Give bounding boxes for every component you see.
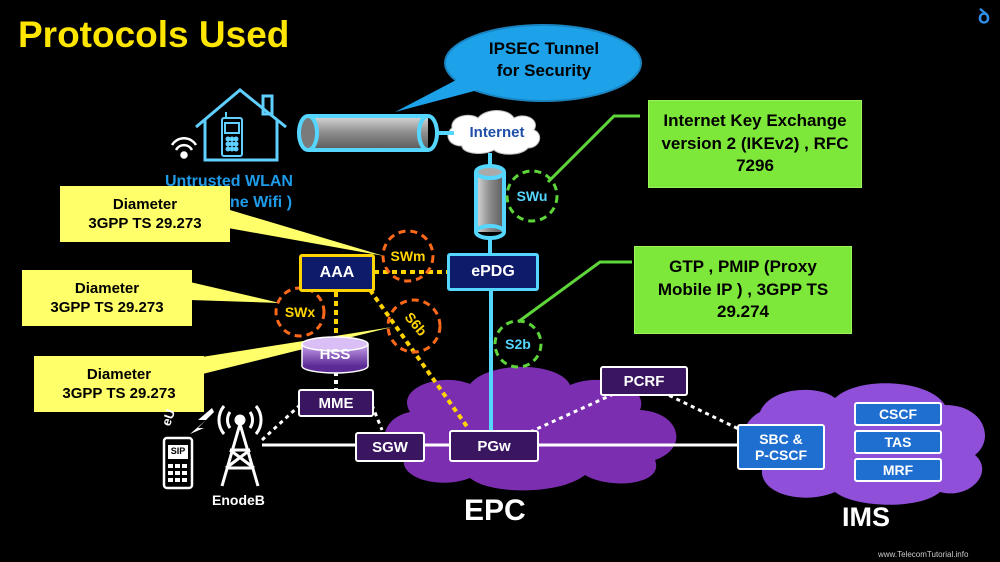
hss-node: HSS (319, 346, 351, 363)
sgw-node: SGW (355, 432, 425, 462)
swu-label: SWu (516, 188, 548, 204)
ikev2-line2: version 2 (IKEv2) , RFC (661, 133, 849, 153)
diameter-note-s6b: Diameter 3GPP TS 29.273 (34, 356, 204, 412)
ikev2-line3: 7296 (736, 156, 774, 176)
diameter-note-swm: Diameter 3GPP TS 29.273 (60, 186, 230, 242)
swm-circle (381, 229, 435, 283)
ipsec-line2: for Security (496, 61, 592, 81)
diameter1-line2: 3GPP TS 29.273 (88, 215, 202, 232)
page-title: Protocols Used (18, 14, 290, 55)
mme-node: MME (298, 389, 374, 417)
diameter3-line2: 3GPP TS 29.273 (62, 385, 176, 402)
diameter-note-swx: Diameter 3GPP TS 29.273 (22, 270, 192, 326)
radio-signal-icon (190, 408, 214, 434)
epdg-node: ePDG (447, 253, 539, 291)
internet-label: Internet (469, 124, 525, 141)
s6b-circle (386, 298, 442, 354)
hss-cylinder (301, 336, 369, 374)
ikev2-line1: Internet Key Exchange (663, 111, 847, 131)
pcrf-node: PCRF (600, 366, 688, 396)
wlan-line2: ne Wifi ) (229, 193, 293, 211)
pgw-node: PGw (449, 430, 539, 462)
ipsec-bubble-text: IPSEC Tunnel for Security (466, 38, 622, 82)
epc-label: EPC (464, 494, 526, 527)
tas-node: TAS (854, 430, 942, 454)
s2b-label: S2b (505, 336, 531, 352)
ipsec-tunnel-vertical (476, 172, 504, 232)
gtp-note: GTP , PMIP (Proxy Mobile IP ) , 3GPP TS … (634, 246, 852, 334)
sbc-line2: P-CSCF (754, 447, 808, 463)
gtp-line3: 29.274 (716, 302, 769, 322)
cscf-node: CSCF (854, 402, 942, 426)
sip-phone-icon (162, 436, 194, 490)
mrf-node: MRF (854, 458, 942, 482)
mobile-phone-icon (221, 112, 243, 157)
swx-label: SWx (284, 304, 316, 320)
watermark: www.TelecomTutorial.info (878, 550, 969, 559)
swu-circle (505, 169, 559, 223)
diameter2-line2: 3GPP TS 29.273 (50, 299, 164, 316)
ipsec-line1: IPSEC Tunnel (488, 39, 600, 58)
house-icon (195, 88, 287, 162)
enodeb-label: EnodeB (212, 492, 265, 508)
ims-label: IMS (842, 502, 891, 532)
diameter2-line1: Diameter (74, 279, 140, 297)
ikev2-note: Internet Key Exchange version 2 (IKEv2) … (648, 100, 862, 188)
wifi-icon (170, 136, 198, 159)
sbc-line1: SBC & (759, 430, 803, 447)
diameter1-line1: Diameter (112, 195, 178, 213)
gtp-line1: GTP , PMIP (Proxy (669, 257, 817, 277)
diameter3-line1: Diameter (86, 365, 152, 383)
sbc-pcscf-node: SBC & P-CSCF (737, 424, 825, 470)
wlan-line1: Untrusted WLAN (165, 173, 293, 190)
internet-cloud (447, 110, 541, 155)
enodeb-tower-icon (217, 405, 263, 487)
aaa-node: AAA (299, 254, 375, 292)
brand-logo-icon: ꝺ (978, 6, 990, 28)
gtp-line2: Mobile IP ) , 3GPP TS (657, 279, 829, 299)
ipsec-tunnel-horizontal (308, 116, 428, 150)
sip-label: SIP (170, 446, 186, 456)
swm-label: SWm (390, 248, 426, 264)
s2b-circle (493, 319, 543, 369)
ipsec-bubble (444, 24, 642, 102)
wlan-label: Untrusted WLAN ne Wifi ) (154, 172, 304, 214)
